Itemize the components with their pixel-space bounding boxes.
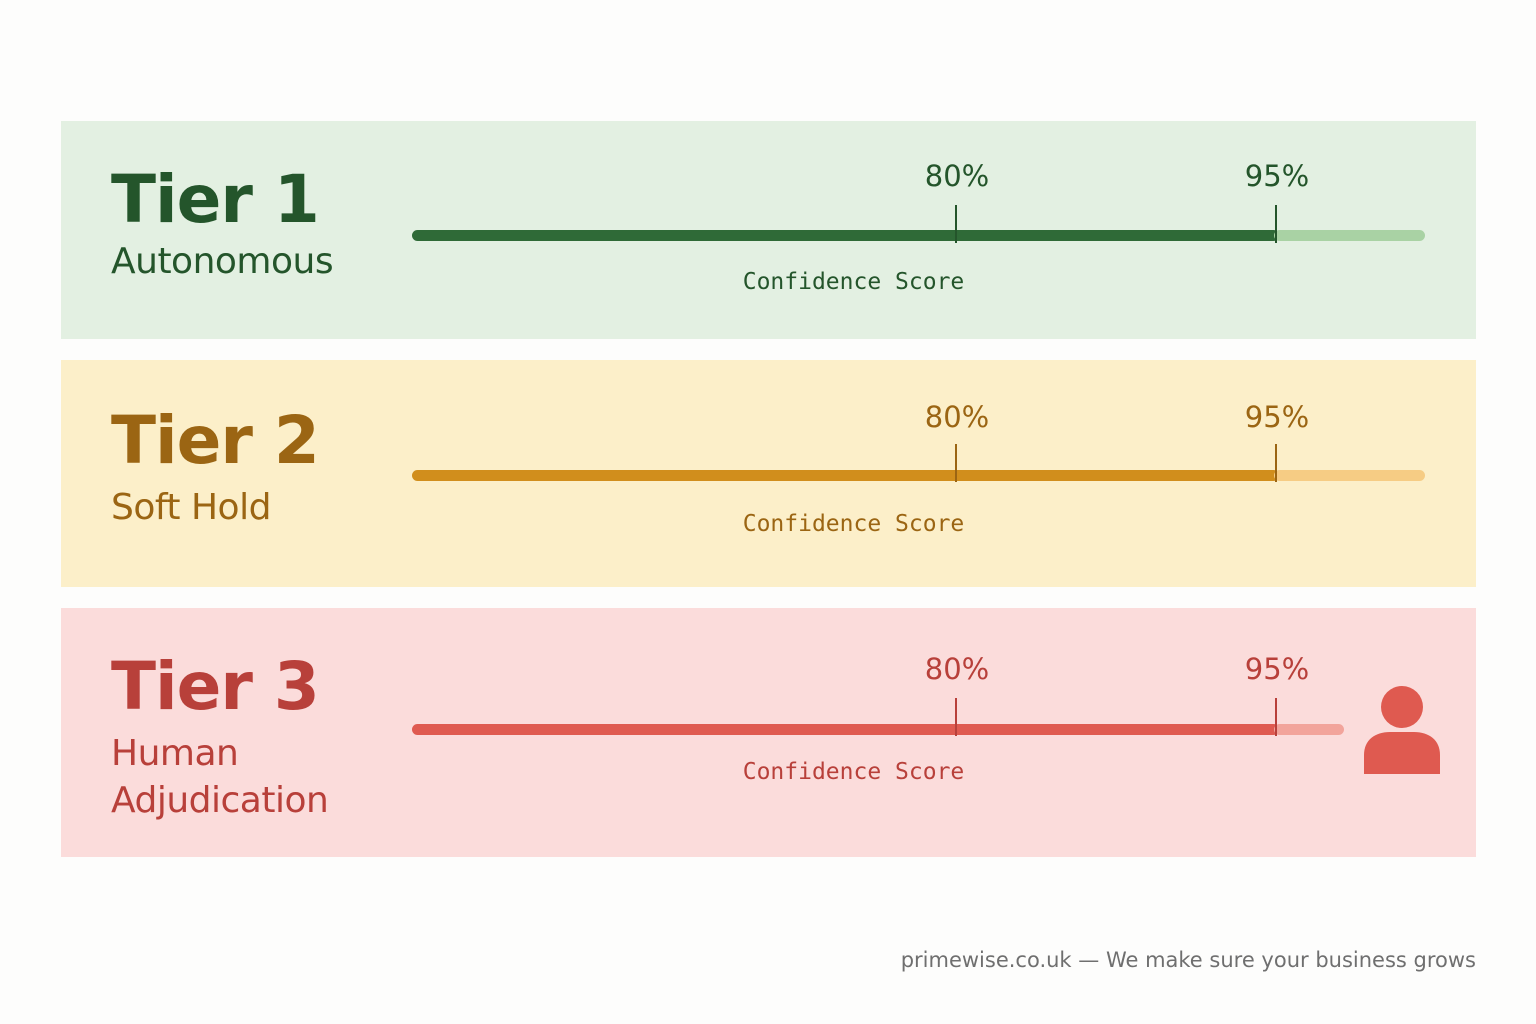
threshold-80-tick [955,205,957,243]
tier-1-panel: Tier 1 Autonomous 80% 95% Confidence Sco… [61,121,1476,339]
threshold-80-tick [955,444,957,482]
threshold-80-label: 80% [924,159,990,193]
confidence-scale: 80% 95% Confidence Score [61,608,1476,857]
threshold-95-tick [1275,205,1277,243]
confidence-bar-remainder [1274,470,1425,481]
tier-3-panel: Tier 3 Human Adjudication 80% 95% Confid… [61,608,1476,857]
confidence-score-label: Confidence Score [742,269,965,295]
confidence-scale: 80% 95% Confidence Score [61,360,1476,587]
threshold-95-tick [1275,444,1277,482]
confidence-score-label: Confidence Score [742,511,965,537]
threshold-80-label: 80% [924,400,990,434]
threshold-95-label: 95% [1244,400,1310,434]
confidence-bar-filled [412,724,1279,735]
threshold-80-label: 80% [924,652,990,686]
tier-subtitle: Autonomous [111,241,334,282]
confidence-bar-remainder [1274,230,1425,241]
threshold-95-label: 95% [1244,652,1310,686]
confidence-scale: 80% 95% Confidence Score [61,121,1476,339]
threshold-95-label: 95% [1244,159,1310,193]
confidence-bar-filled [412,230,1279,241]
tier-title: Tier 1 [111,161,320,238]
confidence-bar-filled [412,470,1279,481]
tier-subtitle: Human Adjudication [111,733,329,821]
confidence-score-label: Confidence Score [742,759,965,785]
tier-title: Tier 2 [111,402,320,479]
confidence-bar-remainder [1274,724,1344,735]
threshold-80-tick [955,698,957,736]
footer-tagline: primewise.co.uk — We make sure your busi… [900,948,1476,972]
threshold-95-tick [1275,698,1277,736]
tier-2-panel: Tier 2 Soft Hold 80% 95% Confidence Scor… [61,360,1476,587]
tier-subtitle: Soft Hold [111,487,271,528]
tier-title: Tier 3 [111,648,320,725]
person-icon [1364,686,1440,774]
